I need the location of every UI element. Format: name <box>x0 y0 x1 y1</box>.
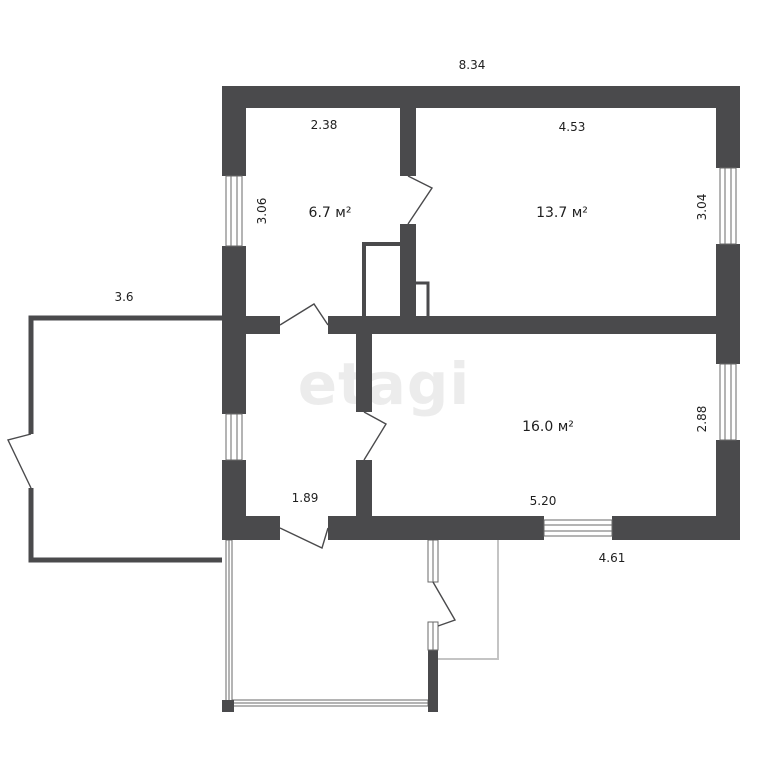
dimension-bottom-right-width: 5.20 <box>530 494 557 508</box>
watermark-logo: etagi <box>298 350 471 418</box>
room-area-top-left: 6.7 м² <box>309 205 352 221</box>
dimension-top-left-width: 2.38 <box>311 118 338 132</box>
dimension-hall-width: 1.89 <box>292 491 319 505</box>
door-top-rooms <box>407 175 434 225</box>
dimension-bottom-right-height: 2.88 <box>695 406 709 433</box>
door-hall-bigroom <box>363 411 387 461</box>
annex <box>7 315 222 563</box>
closet-outline <box>362 242 400 316</box>
terrace-right-post <box>428 650 438 712</box>
wall-top <box>222 86 740 108</box>
doors <box>279 175 434 549</box>
terrace-corner-post <box>222 700 234 712</box>
room-area-bottom-right: 16.0 м² <box>522 419 574 435</box>
interior-walls <box>246 108 716 516</box>
terrace <box>222 539 499 712</box>
stove-outline <box>416 281 430 316</box>
window-right-top <box>719 167 737 245</box>
dimension-overall-width: 8.34 <box>459 58 486 72</box>
door-hall-top <box>279 303 329 326</box>
dimension-bottom-outer: 4.61 <box>599 551 626 565</box>
dimension-top-right-width: 4.53 <box>559 120 586 134</box>
window-right-bottom <box>719 363 737 441</box>
annex-door <box>7 433 32 489</box>
terrace-outline <box>438 540 499 660</box>
annex-wall-bottom <box>28 488 222 563</box>
room-area-top-right: 13.7 м² <box>536 205 588 221</box>
window-left-top <box>225 175 243 247</box>
door-entrance <box>279 527 329 549</box>
dimension-annex-width: 3.6 <box>114 290 133 304</box>
window-left-bottom <box>225 413 243 461</box>
annex-wall-top <box>28 315 222 434</box>
windows <box>225 167 737 537</box>
dimension-top-left-height: 3.06 <box>255 198 269 225</box>
dimension-top-right-height: 3.04 <box>695 194 709 221</box>
window-bottom <box>543 519 613 537</box>
exterior-walls <box>222 86 740 540</box>
terrace-door <box>432 581 457 627</box>
